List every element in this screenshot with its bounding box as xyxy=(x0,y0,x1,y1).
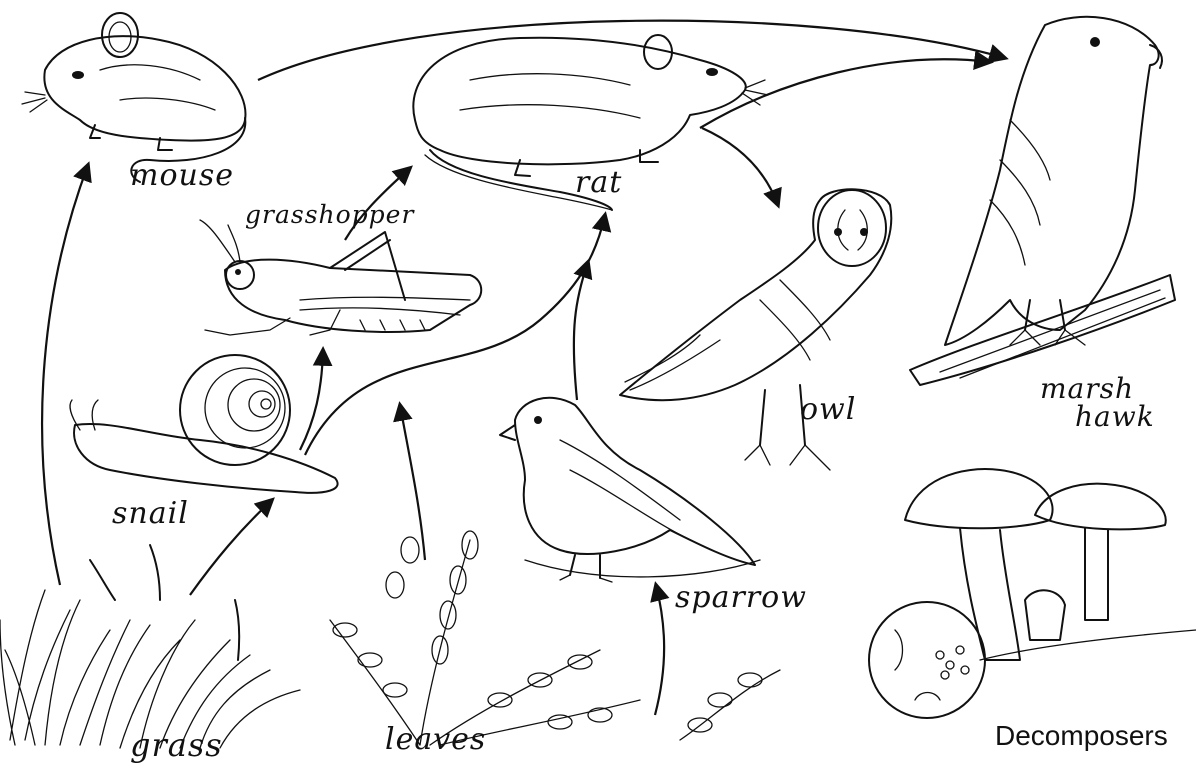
arrow-mouse-to-hawk xyxy=(258,21,1005,80)
food-web-arrows xyxy=(42,21,1005,715)
arrow-leaves-to-grasshopper xyxy=(400,405,425,560)
sparrow-illustration xyxy=(500,398,760,582)
arrow-grass-to-snail xyxy=(190,500,272,595)
label-marsh-hawk-line2: hawk xyxy=(1075,400,1155,433)
arrow-leaves-to-sparrow xyxy=(655,585,664,715)
leaves-illustration xyxy=(330,531,780,745)
owl-illustration xyxy=(620,189,891,470)
label-mouse: mouse xyxy=(130,158,234,193)
label-leaves: leaves xyxy=(385,722,486,757)
arrow-grass-to-mouse xyxy=(42,165,88,585)
arrow-snail-to-grasshopper xyxy=(300,350,323,450)
grass-illustration xyxy=(0,545,300,748)
label-grass: grass xyxy=(130,726,223,764)
decomposers-illustration xyxy=(869,469,1196,718)
arrow-snail-to-rat xyxy=(305,215,605,455)
label-grasshopper: grasshopper xyxy=(245,200,414,229)
arrow-rat-to-owl xyxy=(702,128,778,205)
label-snail: snail xyxy=(112,496,189,531)
label-owl: owl xyxy=(800,392,856,427)
mouse-illustration xyxy=(22,13,245,182)
label-sparrow: sparrow xyxy=(675,580,807,615)
snail-illustration xyxy=(70,355,338,493)
label-rat: rat xyxy=(575,165,622,200)
marsh-hawk-illustration xyxy=(910,17,1175,385)
label-decomposers: Decomposers xyxy=(995,720,1168,752)
grasshopper-illustration xyxy=(200,220,481,335)
